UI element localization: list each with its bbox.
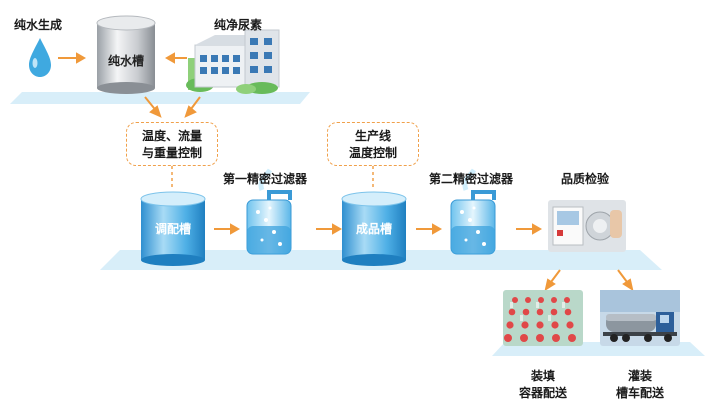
bottles-image — [503, 290, 583, 346]
output-2-label: 灌装 槽车配送 — [600, 368, 680, 402]
top-platform — [10, 92, 310, 104]
water-drop-icon — [29, 38, 51, 77]
control-box-2-line2: 温度控制 — [348, 146, 397, 160]
pure-urea-label: 纯净尿素 — [214, 18, 263, 32]
qc-instrument-image — [548, 200, 626, 252]
control-box-2: 生产线 温度控制 — [327, 122, 419, 166]
pure-water-tank-icon — [96, 15, 156, 94]
output-2-line1: 灌装 — [627, 369, 652, 383]
tanker-truck-image — [600, 290, 680, 346]
control-box-1: 温度、流量 与重量控制 — [126, 122, 218, 166]
output-2-line2: 槽车配送 — [615, 386, 664, 400]
pure-water-gen-label: 纯水生成 — [14, 18, 63, 32]
pure-water-tank-label: 纯水槽 — [107, 54, 144, 68]
product-tank-icon — [341, 191, 407, 266]
blend-tank-icon — [140, 191, 206, 266]
output-1-line1: 装填 — [530, 369, 555, 383]
product-tank-label: 成品槽 — [355, 222, 392, 236]
control-box-1-line2: 与重量控制 — [141, 146, 202, 160]
qc-label: 品质检验 — [561, 172, 610, 186]
output-1-label: 装填 容器配送 — [503, 368, 583, 402]
filter-1-label: 第一精密过滤器 — [223, 172, 308, 186]
control-box-1-line1: 温度、流量 — [141, 129, 202, 143]
filter-1-icon — [246, 168, 292, 255]
factory-icon — [186, 29, 280, 94]
output-1-line2: 容器配送 — [518, 386, 567, 400]
filter-2-label: 第二精密过滤器 — [429, 172, 514, 186]
flow-arrows — [58, 52, 634, 292]
control-box-2-line1: 生产线 — [354, 129, 391, 143]
blend-tank-label: 调配槽 — [154, 222, 191, 236]
filter-2-icon — [450, 168, 496, 255]
